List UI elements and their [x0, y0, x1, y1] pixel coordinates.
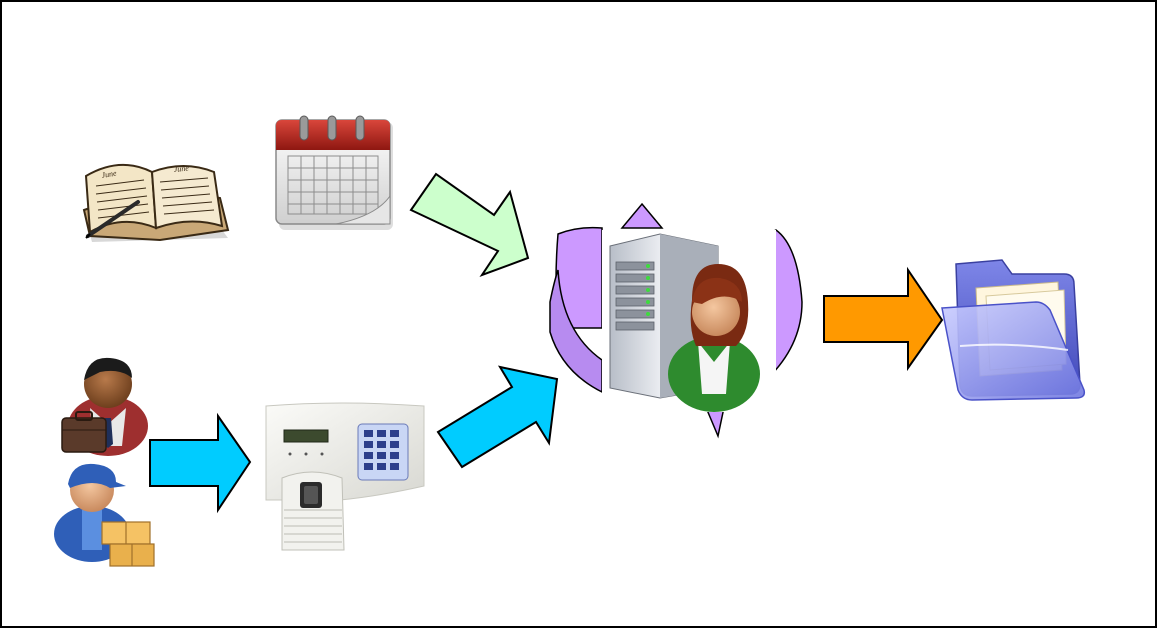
delivery-worker-icon [54, 463, 155, 567]
server-admin-icon [549, 202, 803, 439]
diary-left-page-label: June [101, 168, 118, 180]
businessman-icon [61, 357, 148, 456]
flow-arrow-person-to-terminal [149, 412, 252, 514]
calendar-icon [275, 115, 393, 230]
admin-person-icon [668, 264, 760, 412]
terminal-display [283, 429, 329, 443]
flow-arrow-server-to-folder [823, 266, 944, 372]
open-diary-icon: June June [82, 163, 230, 242]
fingerprint-terminal-icon [265, 402, 425, 551]
flow-arrow-calendar-to-server [409, 172, 530, 278]
diary-right-page-label: June [173, 163, 189, 174]
flow-arrow-terminal-to-server [436, 365, 559, 469]
open-folder-icon [941, 259, 1086, 401]
